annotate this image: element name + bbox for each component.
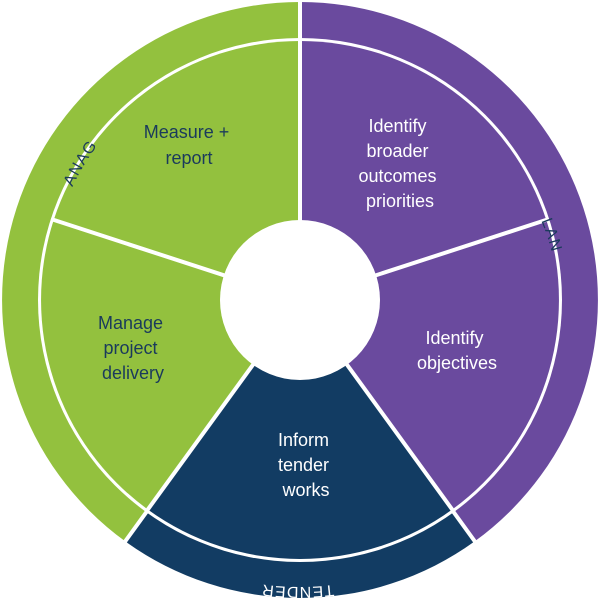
- objectives-text: Identify objectives: [417, 328, 497, 373]
- segment-outcomes: [300, 41, 547, 300]
- segment-labels: Identify broader outcomes priorities Ide…: [98, 116, 497, 500]
- measure-text: Measure + report: [144, 122, 235, 168]
- segment-measure: [53, 41, 301, 300]
- segment-inform: [147, 300, 453, 559]
- delivery-text: Manage project delivery: [98, 313, 168, 383]
- outcomes-text: Identify broader outcomes priorities: [358, 116, 441, 211]
- tender-label: TENDER: [260, 581, 334, 600]
- inform-text: Inform tender works: [278, 430, 334, 500]
- center-hole: [220, 220, 380, 380]
